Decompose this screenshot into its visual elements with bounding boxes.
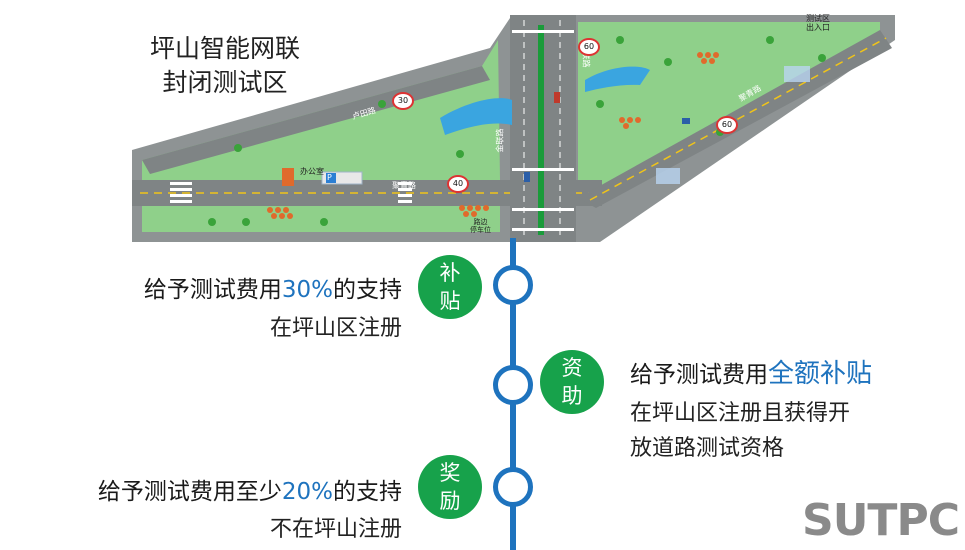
lake xyxy=(440,98,512,135)
parking-label: P xyxy=(327,173,332,182)
roadside-parking-line2: 停车位 xyxy=(470,226,491,234)
badge-text: 资 xyxy=(561,356,583,380)
badge-text: 助 xyxy=(561,384,583,408)
tier3-main-text: 给予测试费用至少20%的支持 xyxy=(98,472,402,506)
grass-area-southwest xyxy=(142,205,500,232)
speed-sign: 60 xyxy=(578,38,600,56)
roadside-parking-label: 路边 停车位 xyxy=(470,218,491,234)
map-title-line1: 坪山智能网联 xyxy=(150,34,301,63)
timeline-node xyxy=(493,265,533,305)
exit-label-line1: 测试区 xyxy=(806,14,830,23)
tier2-condition-line2: 放道路测试资格 xyxy=(630,436,785,461)
exit-label: 测试区 出入口 xyxy=(806,14,830,32)
map-title: 坪山智能网联 封闭测试区 xyxy=(150,32,300,100)
parking-sign xyxy=(326,173,336,183)
funding-badge: 资 助 xyxy=(540,350,604,414)
badge-text: 励 xyxy=(439,489,461,513)
road-label: 金联路 xyxy=(495,128,505,153)
badge-text: 贴 xyxy=(439,289,461,313)
tier3-highlight: 20% xyxy=(281,479,333,505)
badge-text: 奖 xyxy=(439,461,461,485)
tier3-condition: 不在坪山注册 xyxy=(269,517,402,542)
tier2-highlight: 全额补贴 xyxy=(768,359,873,389)
road-label: 聚青路 xyxy=(392,181,416,190)
speed-sign: 40 xyxy=(447,175,469,193)
vehicle-icon xyxy=(682,118,690,124)
office-building xyxy=(282,168,294,186)
timeline-node xyxy=(493,467,533,507)
timeline-node xyxy=(493,365,533,405)
sutpc-logo: SUTPC xyxy=(802,495,960,546)
speed-sign: 60 xyxy=(716,116,738,134)
tier3-prefix: 给予测试费用至少 xyxy=(97,479,282,505)
tier1-suffix: 的支持 xyxy=(333,277,402,303)
speed-sign: 30 xyxy=(392,92,414,110)
grass-area-east xyxy=(578,22,880,190)
reward-badge: 奖 励 xyxy=(418,455,482,519)
map-title-line2: 封闭测试区 xyxy=(162,68,288,97)
exit-label-line2: 出入口 xyxy=(806,23,830,32)
vehicle-icon xyxy=(554,92,560,103)
building-label: 办公室 xyxy=(300,167,324,176)
tier1-prefix: 给予测试费用 xyxy=(143,277,282,303)
roadside-parking-line1: 路边 xyxy=(473,218,488,226)
subsidy-badge: 补 贴 xyxy=(418,255,482,319)
tier1-highlight: 30% xyxy=(281,277,333,303)
tier2-main-text: 给予测试费用全额补贴 xyxy=(630,353,872,390)
tier2-condition-line1: 在坪山区注册且获得开 xyxy=(630,401,851,426)
tier1-condition: 在坪山区注册 xyxy=(269,316,402,341)
badge-text: 补 xyxy=(439,261,461,285)
tier2-prefix: 给予测试费用 xyxy=(630,362,768,388)
vehicle-icon xyxy=(524,172,530,182)
pond xyxy=(585,66,650,92)
tier3-suffix: 的支持 xyxy=(333,479,402,505)
tier1-main-text: 给予测试费用30%的支持 xyxy=(144,270,402,304)
